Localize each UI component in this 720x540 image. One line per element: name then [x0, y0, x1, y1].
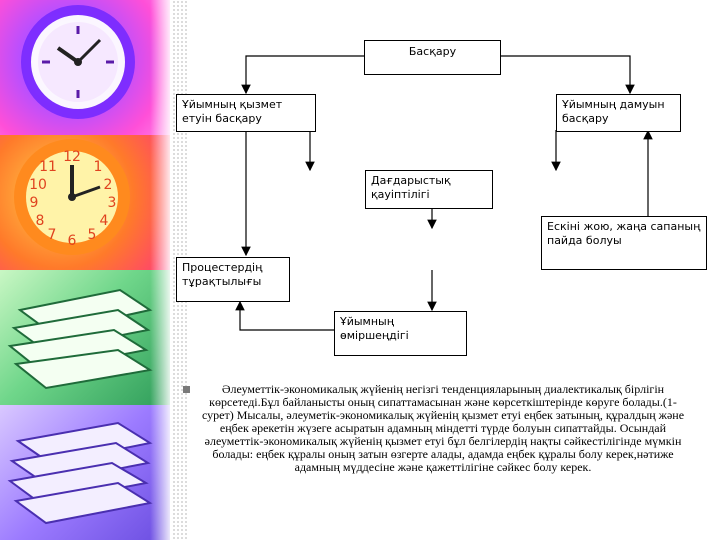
- description-paragraph: Әлеуметтік-экономикалық жүйенің негізгі …: [201, 382, 685, 474]
- svg-text:10: 10: [29, 177, 47, 193]
- node-crisis-risk: Дағдарыстық қауіптілігі: [365, 170, 493, 209]
- svg-text:1: 1: [94, 159, 103, 175]
- svg-text:6: 6: [68, 233, 77, 249]
- bullet-square: [183, 386, 190, 393]
- paper-stack-icon: [7, 421, 153, 525]
- svg-text:8: 8: [36, 213, 45, 229]
- purple-papers-photo: [0, 405, 170, 540]
- arrow-top-to-left: [241, 55, 364, 95]
- svg-text:12: 12: [63, 149, 81, 165]
- svg-text:5: 5: [88, 227, 97, 243]
- node-operation-management: Ұйымның қызмет етуін басқару: [176, 94, 316, 132]
- svg-text:7: 7: [48, 227, 57, 243]
- node-development-management: Ұйымның дамуын басқару: [556, 94, 681, 132]
- svg-text:3: 3: [108, 195, 117, 211]
- clock-icon: [21, 5, 135, 119]
- purple-clock-photo: [0, 0, 170, 135]
- node-management: Басқару: [364, 40, 501, 75]
- arrow-top-to-right: [500, 55, 635, 95]
- node-viability: Ұйымның өміршеңдігі: [334, 311, 467, 356]
- svg-text:9: 9: [30, 195, 39, 211]
- svg-text:4: 4: [100, 213, 109, 229]
- node-process-stability: Процестердің тұрақтылығы: [176, 257, 290, 302]
- svg-text:2: 2: [104, 177, 113, 193]
- node-renewal: Ескіні жою, жаңа сапаның пайда болуы: [541, 216, 707, 270]
- svg-text:11: 11: [39, 159, 57, 175]
- arrow-viability-to-stability: [235, 300, 334, 331]
